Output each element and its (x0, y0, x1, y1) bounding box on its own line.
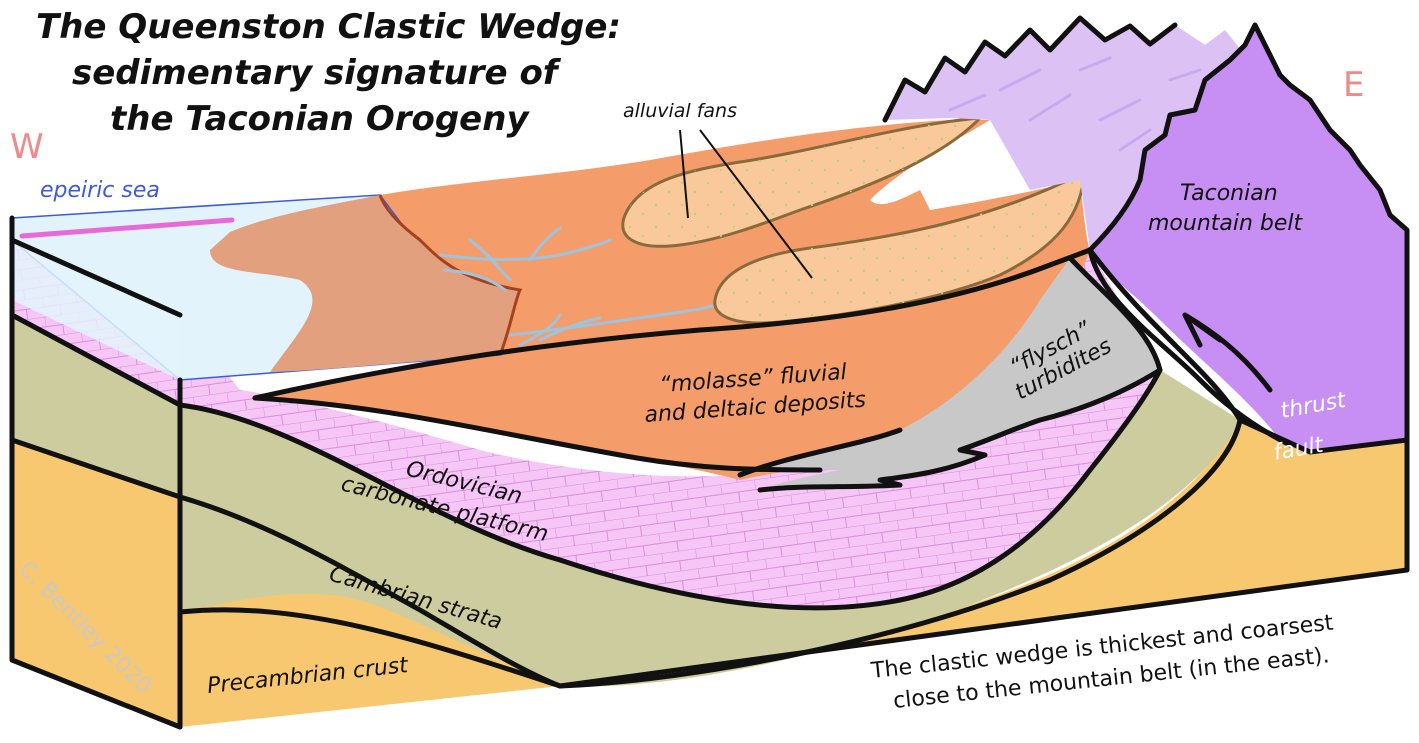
label-taconian-2: mountain belt (1148, 211, 1304, 236)
title-line-2: sedimentary signature of (72, 53, 562, 93)
title-line-1: The Queenston Clastic Wedge: (36, 7, 621, 47)
compass-east: E (1343, 65, 1364, 105)
label-alluvial-fans: alluvial fans (623, 100, 737, 122)
compass-west: W (10, 127, 44, 167)
label-taconian-1: Taconian (1180, 181, 1278, 206)
title-line-3: the Taconian Orogeny (110, 99, 530, 139)
label-epeiric-sea: epeiric sea (40, 178, 160, 203)
